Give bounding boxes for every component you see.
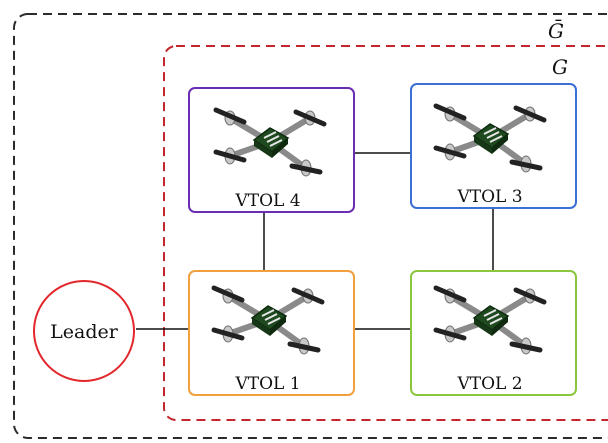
inner-graph-boundary	[163, 45, 608, 421]
outer-graph-boundary	[13, 13, 608, 439]
vtol1-node: VTOL 1	[188, 270, 355, 396]
vtol4-node: VTOL 4	[188, 87, 355, 213]
vtol3-node: VTOL 3	[410, 83, 577, 209]
vtol2-node: VTOL 2	[410, 270, 577, 396]
vtol3-label: VTOL 3	[456, 187, 522, 207]
edges	[136, 152, 494, 330]
leader-label: Leader	[50, 321, 119, 343]
outer-graph-label: Ḡ	[548, 18, 564, 43]
inner-graph-label: G	[552, 55, 568, 79]
vtol4-label: VTOL 4	[234, 191, 300, 211]
vtol2-label: VTOL 2	[456, 374, 522, 394]
vtol1-label: VTOL 1	[234, 374, 300, 394]
leader-node: Leader	[33, 280, 135, 382]
